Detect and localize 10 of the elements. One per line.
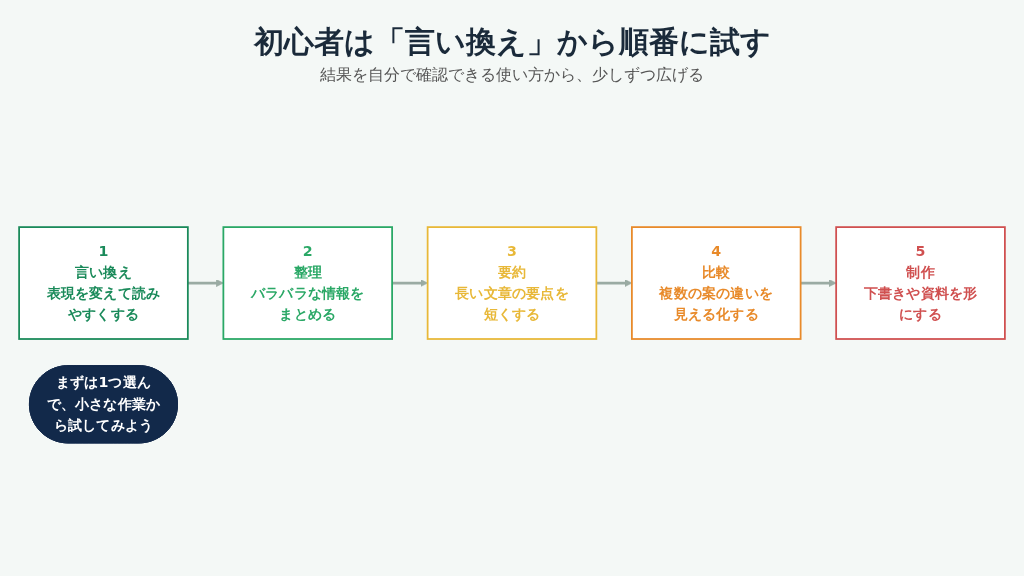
node-box: 4 比較 複数の案の違いを見える化する — [631, 226, 802, 340]
node-box: 5 制作 下書きや資料を形にする — [835, 226, 1006, 340]
arrow — [392, 279, 428, 287]
node-box: 3 要約 長い文章の要点を短くする — [426, 226, 598, 340]
node-box: 2 整理 バラバラな情報をまとめる — [222, 226, 393, 340]
title: 初心者は「言い換え」から順番に試す — [253, 23, 771, 61]
arrow — [187, 279, 224, 287]
arrow — [800, 279, 837, 287]
subtitle: 結果を自分で確認できる使い方から、少しずつ広げる — [320, 65, 704, 86]
node-box: 1 言い換え 表現を変えて読みやすくする — [18, 226, 189, 340]
